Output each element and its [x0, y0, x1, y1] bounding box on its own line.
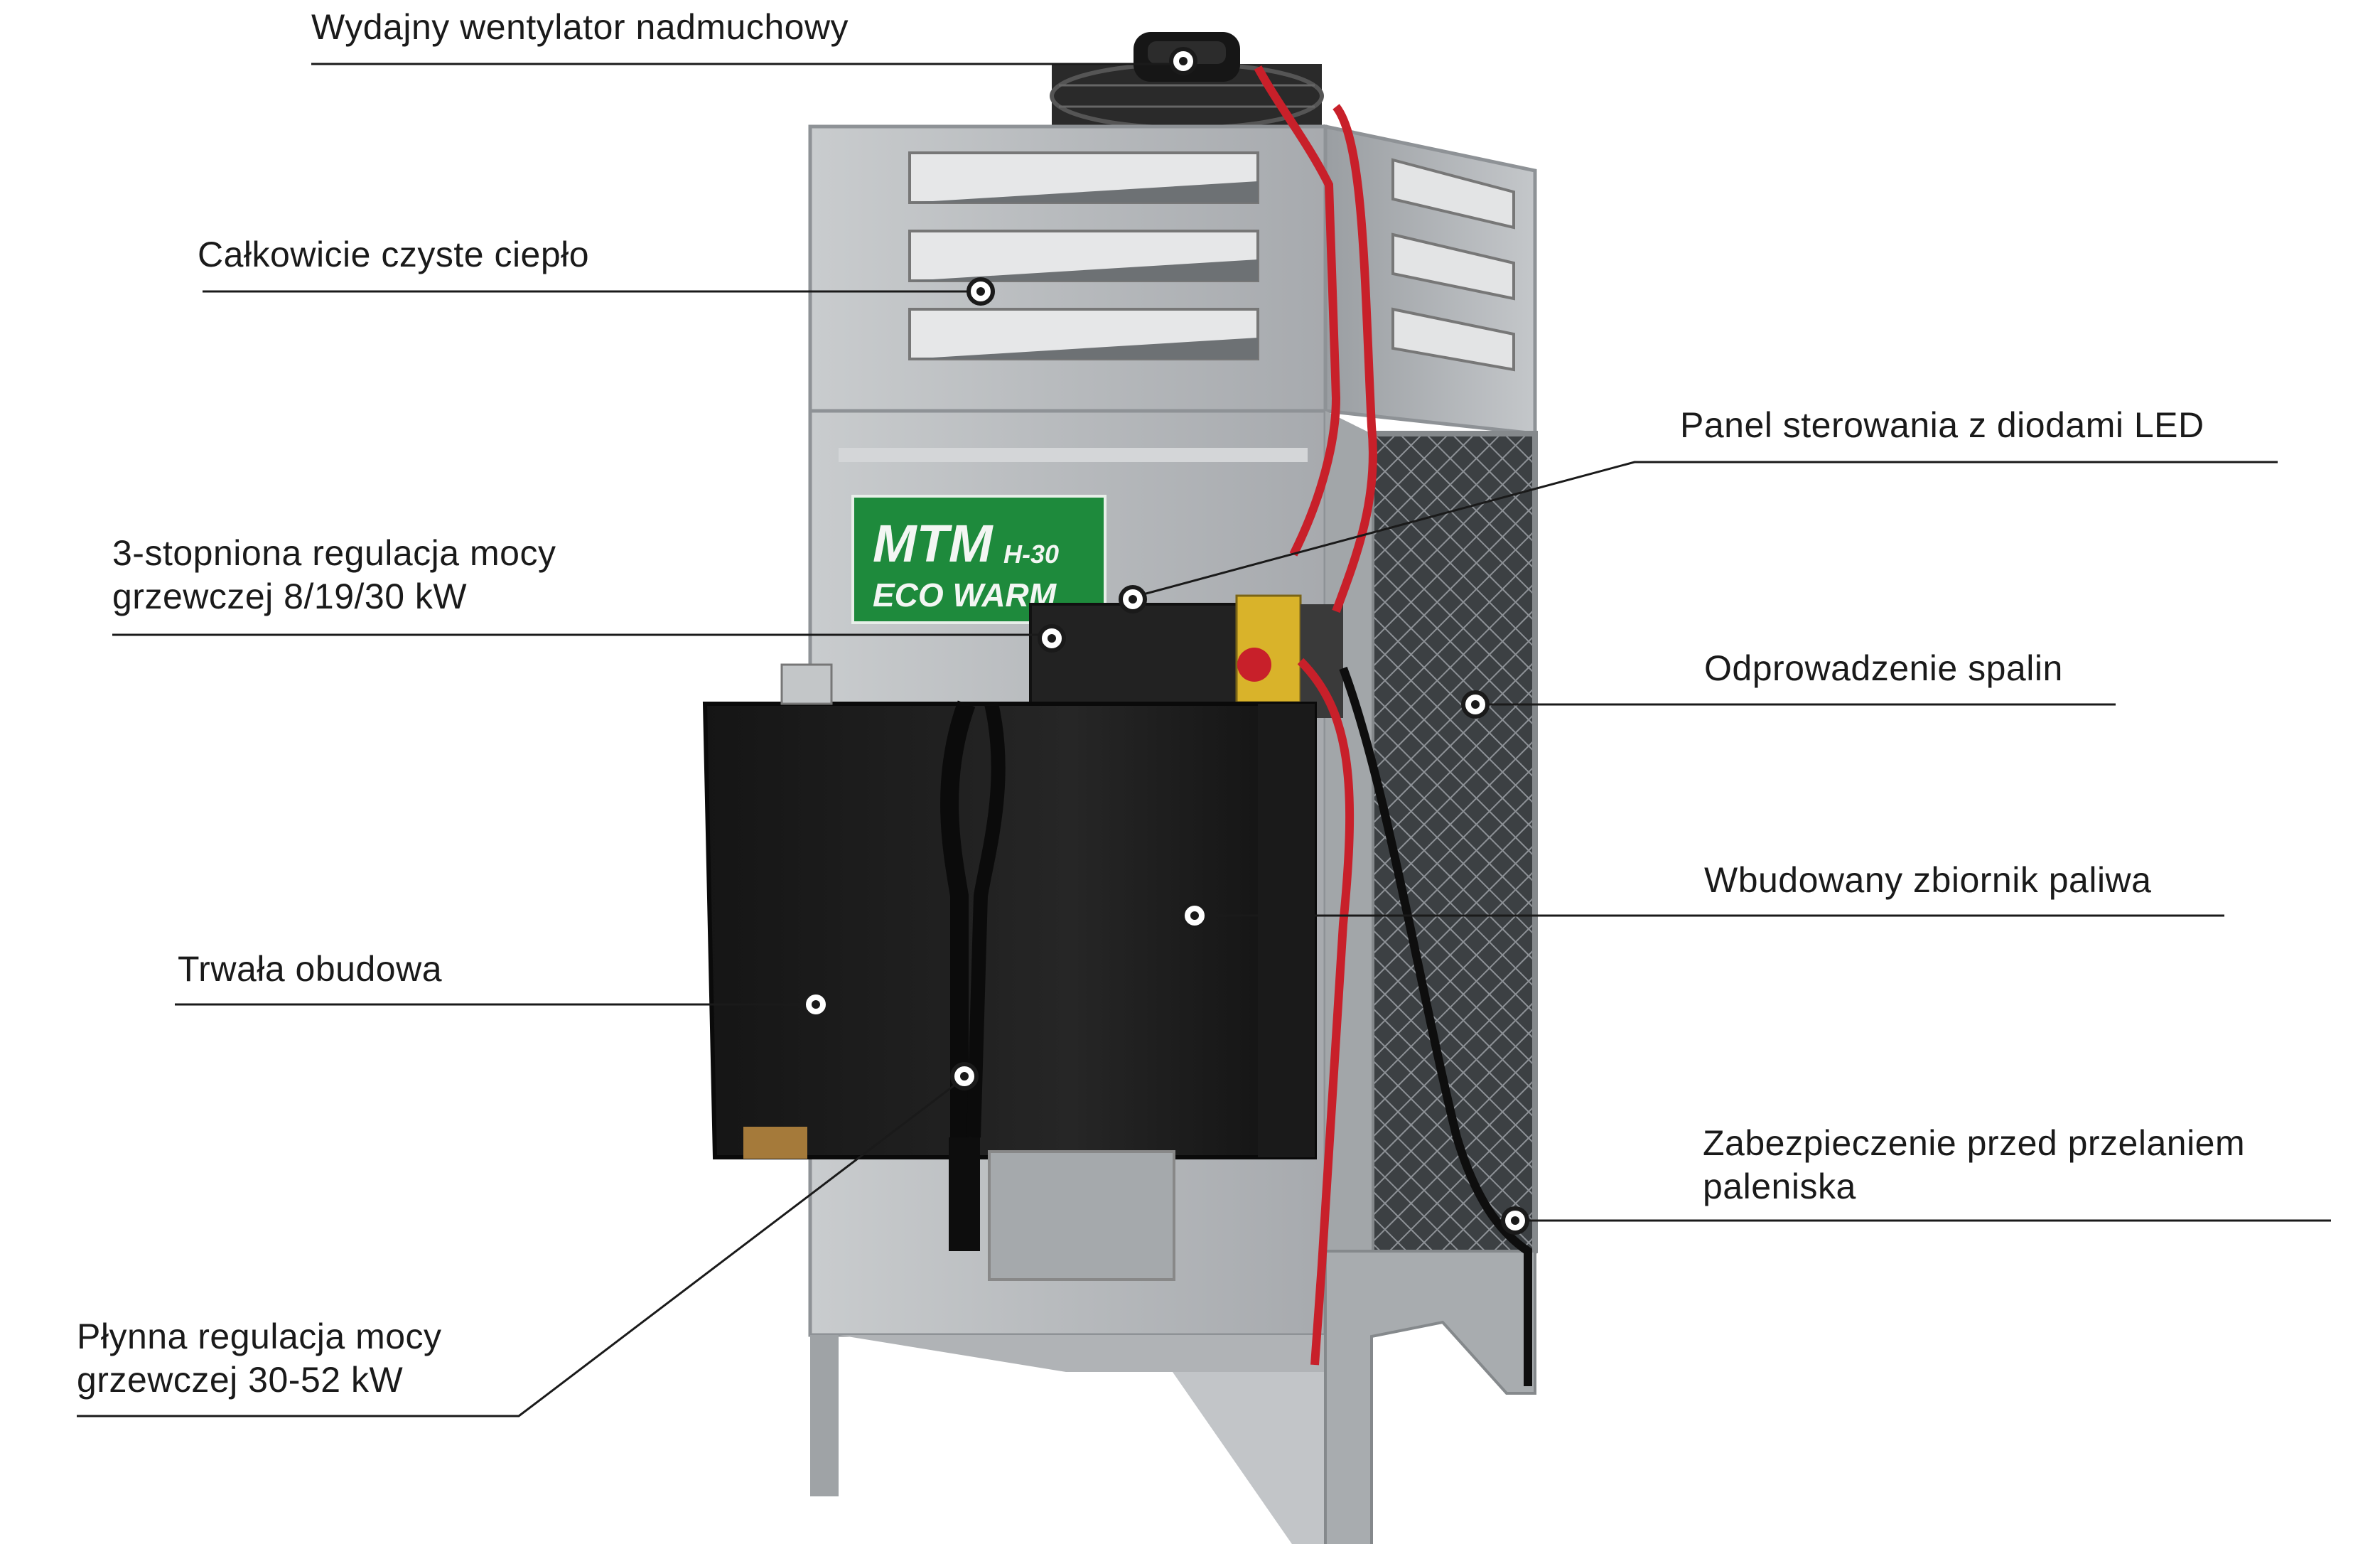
- callout-clean-heat: Całkowicie czyste ciepło: [198, 233, 589, 277]
- callout-overflow-line-2: paleniska: [1703, 1167, 1856, 1206]
- callout-fan-line-1: Wydajny wentylator nadmuchowy: [311, 7, 849, 47]
- callout-led-panel-line-1: Panel sterowania z diodami LED: [1680, 405, 2204, 445]
- plate-brand: MTM: [873, 514, 994, 573]
- side-louvres: [1391, 158, 1515, 372]
- plate-model: H-30: [1003, 540, 1059, 569]
- callout-overflow: Zabezpieczenie przed przelaniem palenisk…: [1703, 1122, 2245, 1208]
- callout-fuel-tank: Wbudowany zbiornik paliwa: [1704, 859, 2151, 902]
- fuel-tank: [702, 663, 1317, 1281]
- nameplate: MTM H-30 ECO WARM: [851, 495, 1106, 624]
- callout-clean-heat-line-1: Całkowicie czyste ciepło: [198, 235, 590, 274]
- leader-lines: [77, 63, 2331, 1417]
- front-louvres: [908, 151, 1259, 360]
- callout-fuel-tank-line-1: Wbudowany zbiornik paliwa: [1704, 860, 2152, 900]
- callout-smooth-reg-line-1: Płynna regulacja mocy: [77, 1317, 442, 1356]
- callout-fan: Wydajny wentylator nadmuchowy: [311, 6, 849, 49]
- callout-led-panel: Panel sterowania z diodami LED: [1680, 404, 2204, 447]
- callout-smooth-reg: Płynna regulacja mocy grzewczej 30-52 kW: [77, 1315, 442, 1402]
- callout-three-step-line-1: 3-stopniona regulacja mocy: [112, 533, 556, 573]
- callout-smooth-reg-line-2: grzewczej 30-52 kW: [77, 1360, 404, 1400]
- callout-flue: Odprowadzenie spalin: [1704, 647, 2063, 690]
- black-cable: [1339, 666, 1532, 1386]
- callout-housing: Trwała obudowa: [178, 948, 442, 991]
- callout-overflow-line-1: Zabezpieczenie przed przelaniem: [1703, 1123, 2246, 1163]
- callout-housing-line-1: Trwała obudowa: [178, 949, 443, 989]
- upper-housing: [808, 124, 1537, 436]
- red-cables: [1254, 65, 1377, 1366]
- callout-three-step-line-2: grzewczej 8/19/30 kW: [112, 577, 468, 616]
- callout-flue-line-1: Odprowadzenie spalin: [1704, 648, 2063, 688]
- callout-three-step: 3-stopniona regulacja mocy grzewczej 8/1…: [112, 532, 556, 618]
- callout-dots: [802, 47, 1529, 1235]
- plate-series: ECO WARM: [873, 577, 1057, 613]
